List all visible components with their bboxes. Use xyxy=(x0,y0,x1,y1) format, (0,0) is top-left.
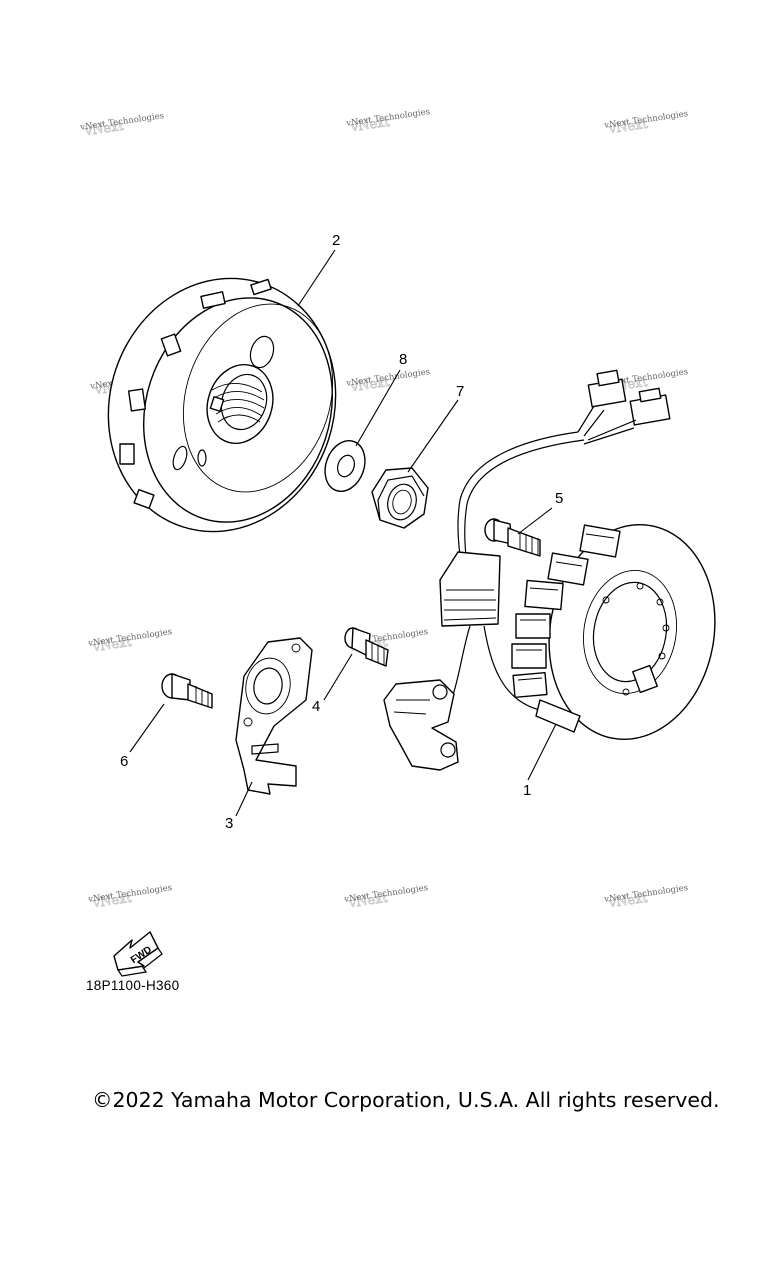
watermark-ghost: vNext xyxy=(607,891,649,912)
watermark-ghost: vNext xyxy=(83,119,125,140)
bolt-5 xyxy=(484,518,541,557)
callout-6: 6 xyxy=(120,753,128,770)
leader-line-8 xyxy=(355,369,401,447)
watermark-ghost: vNext xyxy=(91,891,133,912)
rotor-assembly xyxy=(107,277,337,533)
watermark-ghost: vNext xyxy=(91,635,133,656)
leader-line-5 xyxy=(517,507,553,535)
callout-5: 5 xyxy=(555,490,563,507)
callout-7: 7 xyxy=(456,383,464,400)
watermark-ghost: vNext xyxy=(607,117,649,138)
watermark-ghost: vNext xyxy=(347,891,389,912)
leader-line-7 xyxy=(407,399,459,473)
screw-4 xyxy=(344,627,389,667)
callout-1: 1 xyxy=(523,782,531,799)
callout-4: 4 xyxy=(312,698,320,715)
leader-line-3 xyxy=(235,781,253,817)
stator-assembly xyxy=(439,369,716,741)
leader-lines xyxy=(129,249,557,817)
fwd-arrow-icon: FWD xyxy=(113,931,163,977)
pickup-coil xyxy=(383,679,459,771)
nut xyxy=(371,467,429,529)
leader-line-6 xyxy=(129,703,165,753)
callout-2: 2 xyxy=(332,232,340,249)
bolt-6 xyxy=(161,673,213,709)
callout-3: 3 xyxy=(225,815,233,832)
callout-8: 8 xyxy=(399,351,407,368)
callouts: 2 8 7 5 4 6 1 3 xyxy=(120,232,563,832)
bracket xyxy=(235,637,313,795)
leader-line-4 xyxy=(323,653,353,701)
leader-line-1 xyxy=(527,723,557,781)
diagram-code: 18P1100-H360 xyxy=(86,978,180,993)
watermark-ghost: vNext xyxy=(349,375,391,396)
washer xyxy=(324,440,366,492)
copyright-notice: ©2022 Yamaha Motor Corporation, U.S.A. A… xyxy=(92,1088,720,1112)
leader-line-2 xyxy=(297,249,336,307)
watermark-ghost: vNext xyxy=(349,115,391,136)
